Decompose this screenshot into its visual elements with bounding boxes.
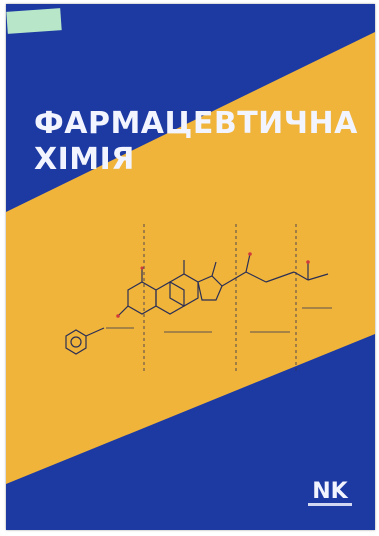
title-line-2: ХІМІЯ <box>34 142 135 177</box>
publisher-logo: NK <box>308 479 352 506</box>
title-line-1: ФАРМАЦЕВТИЧНА <box>34 106 358 141</box>
publisher-mark: NK <box>312 479 348 504</box>
book-title: ФАРМАЦЕВТИЧНА ХІМІЯ <box>34 106 358 178</box>
book-cover: ФАРМАЦЕВТИЧНА ХІМІЯ <box>6 4 375 530</box>
chemical-structure-illustration <box>65 224 332 374</box>
library-sticker <box>6 8 62 34</box>
yellow-diagonal-band <box>6 32 375 484</box>
